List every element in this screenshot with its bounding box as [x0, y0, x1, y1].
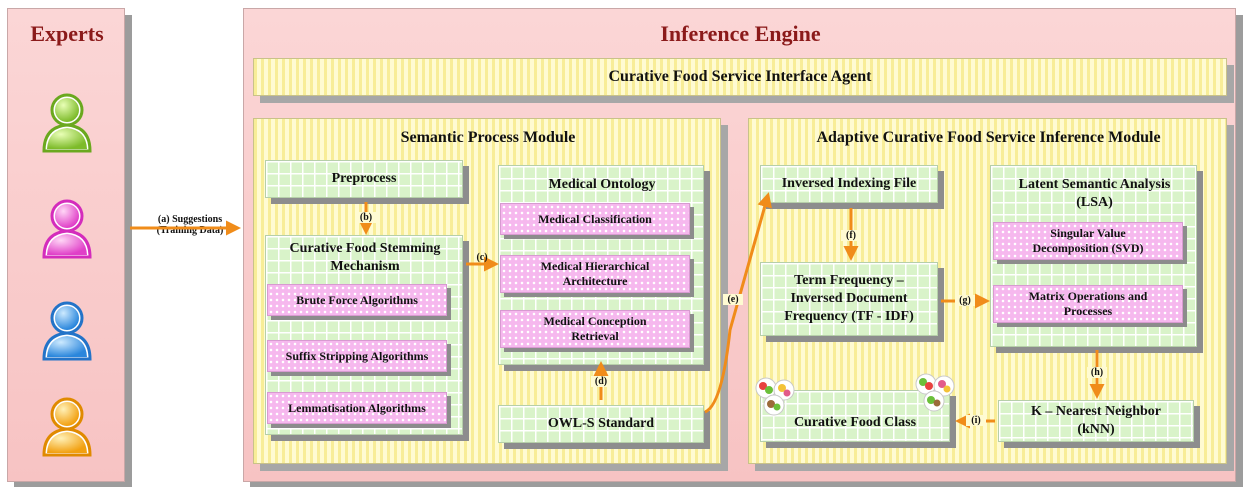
medical-ontology-title: Medical Ontology — [548, 177, 656, 192]
food-plate-icon — [755, 377, 795, 416]
arrow-h-label: (h) — [1087, 367, 1107, 378]
arrow-d-label: (d) — [591, 376, 611, 387]
adaptive-module-title: Adaptive Curative Food Service Inference… — [816, 129, 1161, 146]
suffix-stripping-algorithms-box: Suffix Stripping Algorithms — [267, 340, 447, 372]
lemmatisation-algorithms-box: Lemmatisation Algorithms — [267, 392, 447, 424]
lsa-title: Latent Semantic Analysis (LSA) — [1018, 177, 1171, 210]
svd-box: Singular Value Decomposition (SVD) — [993, 222, 1183, 260]
arrow-e-label: (e) — [723, 294, 743, 305]
brute-force-algorithms-box: Brute Force Algorithms — [267, 284, 447, 316]
interface-agent-title: Curative Food Service Interface Agent — [608, 68, 872, 85]
matrix-operations-box: Matrix Operations and Processes — [993, 285, 1183, 323]
arrow-a-label: (a) Suggestions (Training Data) — [156, 214, 224, 236]
inference-engine-title: Inference Engine — [660, 21, 821, 46]
stemming-title: Curative Food Stemming Mechanism — [289, 241, 441, 274]
inversed-indexing-file-box: Inversed Indexing File — [760, 165, 938, 203]
medical-hierarchical-architecture-box: Medical Hierarchical Architecture — [500, 255, 690, 293]
owl-s-standard-label: OWL-S Standard — [547, 416, 655, 431]
food-plate-icon — [915, 373, 955, 412]
medical-classification-box: Medical Classification — [500, 203, 690, 235]
interface-agent-bar: Curative Food Service Interface Agent — [253, 58, 1227, 96]
experts-panel: Experts — [7, 8, 125, 482]
arrow-b-label: (b) — [356, 212, 376, 223]
arrow-g-label: (g) — [955, 295, 975, 306]
arrow-f-label: (f) — [841, 230, 861, 241]
medical-conception-retrieval-box: Medical Conception Retrieval — [500, 310, 690, 348]
orange-person-icon — [42, 397, 92, 457]
experts-title: Experts — [30, 21, 104, 46]
tf-idf-box: Term Frequency – Inversed Document Frequ… — [760, 262, 938, 336]
pink-person-icon — [42, 199, 92, 259]
curative-food-class-box: Curative Food Class — [760, 390, 950, 442]
owl-s-standard-box: OWL-S Standard — [498, 405, 704, 443]
knn-box: K – Nearest Neighbor (kNN) — [998, 400, 1194, 442]
arrow-i-label: (i) — [966, 415, 986, 426]
blue-person-icon — [42, 301, 92, 361]
preprocess-box: Preprocess — [265, 160, 463, 198]
curative-food-class-label: Curative Food Class — [793, 415, 917, 430]
semantic-module-title: Semantic Process Module — [400, 129, 576, 146]
arrow-c-label: (c) — [476, 252, 488, 263]
green-person-icon — [42, 93, 92, 153]
preprocess-label: Preprocess — [331, 171, 397, 186]
inversed-indexing-file-label: Inversed Indexing File — [781, 176, 917, 191]
